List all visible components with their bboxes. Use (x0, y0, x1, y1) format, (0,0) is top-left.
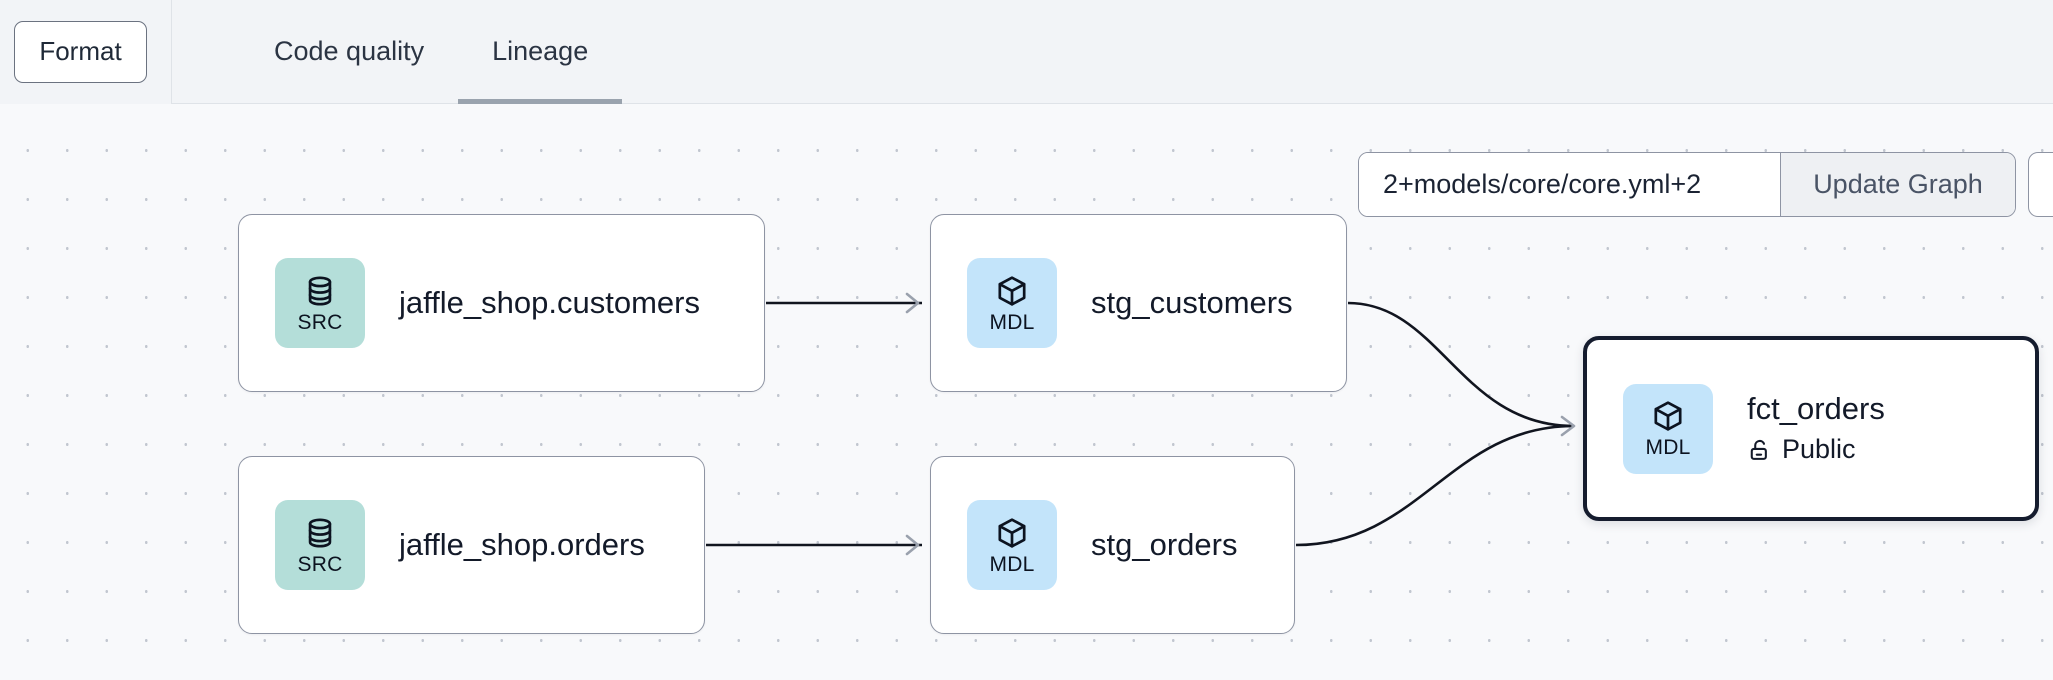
lineage-node-stg-customers[interactable]: MDL stg_customers (930, 214, 1347, 392)
lineage-canvas[interactable]: SRC jaffle_shop.customers MDL stg_custom… (0, 104, 2053, 680)
node-access-row: Public (1747, 434, 1885, 465)
edge-orders-to-stg-orders (706, 534, 922, 556)
source-type-badge: SRC (275, 258, 365, 348)
cube-icon (1654, 401, 1682, 431)
node-title: stg_customers (1091, 284, 1293, 320)
node-access-label: Public (1782, 434, 1856, 465)
node-body: jaffle_shop.customers (399, 284, 700, 320)
lineage-node-fct-orders[interactable]: MDL fct_orders Public (1583, 336, 2039, 521)
lineage-node-stg-orders[interactable]: MDL stg_orders (930, 456, 1295, 634)
graph-selector-group: Update Graph (1358, 152, 2016, 217)
node-body: jaffle_shop.orders (399, 526, 645, 562)
graph-overflow-control[interactable] (2028, 152, 2053, 217)
node-body: fct_orders Public (1747, 390, 1885, 465)
tab-bar: Code quality Lineage (172, 0, 623, 104)
edge-stg-customers-to-fct-orders (1347, 301, 1575, 428)
lineage-node-jaffle-shop-orders[interactable]: SRC jaffle_shop.orders (238, 456, 705, 634)
node-body: stg_orders (1091, 526, 1238, 562)
lineage-node-jaffle-shop-customers[interactable]: SRC jaffle_shop.customers (238, 214, 765, 392)
database-icon (308, 517, 332, 548)
update-graph-button[interactable]: Update Graph (1780, 153, 2015, 216)
badge-label: MDL (989, 552, 1035, 576)
badge-label: MDL (1645, 436, 1691, 459)
format-button[interactable]: Format (14, 20, 147, 83)
edge-customers-to-stg-customers (766, 292, 922, 314)
tab-code-quality[interactable]: Code quality (274, 36, 425, 66)
database-icon (308, 275, 332, 306)
badge-label: SRC (297, 310, 343, 334)
badge-label: MDL (989, 310, 1035, 334)
cube-icon (998, 517, 1026, 548)
format-toolbar-section: Format (0, 0, 172, 104)
node-title: fct_orders (1747, 390, 1885, 426)
source-type-badge: SRC (275, 500, 365, 590)
cube-icon (998, 275, 1026, 306)
node-title: stg_orders (1091, 526, 1238, 562)
model-type-badge: MDL (967, 258, 1057, 348)
editor-toolbar: Format Code quality Lineage (0, 0, 2053, 104)
tab-lineage[interactable]: Lineage (458, 0, 623, 104)
model-type-badge: MDL (1623, 383, 1713, 474)
model-type-badge: MDL (967, 500, 1057, 590)
dbt-selector-input[interactable] (1359, 153, 1780, 216)
node-body: stg_customers (1091, 284, 1293, 320)
edge-stg-orders-to-fct-orders (1295, 415, 1576, 547)
node-title: jaffle_shop.orders (399, 526, 645, 562)
unlock-icon (1750, 439, 1767, 460)
badge-label: SRC (297, 552, 343, 576)
node-title: jaffle_shop.customers (399, 284, 700, 320)
